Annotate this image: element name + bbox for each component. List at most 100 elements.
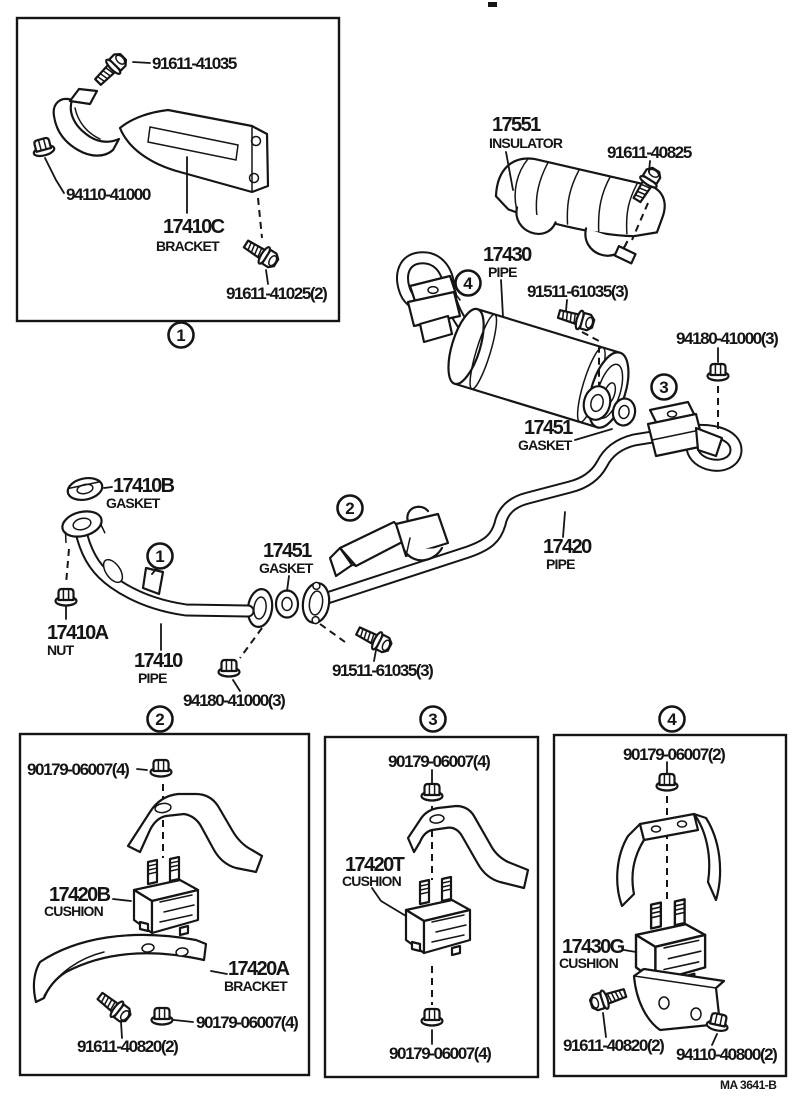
label-cushion-word: CUSHION	[342, 873, 402, 889]
leader	[210, 970, 228, 975]
marker-4-badge: 4	[454, 269, 482, 297]
scan-artifact-mark	[488, 2, 497, 7]
label-insulator-bolt: 91611-40825	[607, 143, 692, 162]
nut-icon-bottom	[150, 1006, 174, 1026]
middle-hanger-bracket	[328, 505, 450, 578]
label-bolt-upper: 91511-61035(3)	[527, 282, 628, 301]
front-pipe-17410	[75, 529, 255, 618]
marker-4-number: 4	[463, 274, 473, 293]
nut-icon-bottom	[420, 1007, 444, 1027]
muffler-outlet-flange	[582, 385, 612, 421]
nut-icon-top	[420, 782, 444, 802]
leader	[120, 1021, 123, 1039]
label-cushion-id: 17420T	[345, 854, 405, 876]
label-nut-top: 90179-06007(4)	[27, 760, 129, 779]
leader	[711, 1033, 718, 1046]
label-bracket-id: 17420A	[228, 958, 290, 980]
bracket-17420a	[32, 933, 208, 1004]
leader	[574, 428, 613, 441]
leader	[44, 157, 65, 194]
diagram-code: MA 3641-B	[720, 1078, 777, 1092]
insulator-17551	[494, 157, 666, 265]
assembly-line	[631, 202, 649, 241]
label-cushion-word: CUSHION	[44, 903, 104, 919]
marker-1-badge: 1	[146, 542, 174, 570]
leader	[565, 299, 568, 312]
marker-1-number: 1	[176, 326, 185, 345]
nut-icon-17410a	[54, 587, 78, 607]
marker-3-number: 3	[659, 378, 668, 397]
center-pipe-front-flange	[301, 581, 331, 625]
marker-3-badge: 3	[650, 373, 678, 401]
rear-hanger-bracket	[646, 400, 724, 458]
bolt-icon-91611-41025	[239, 234, 283, 272]
gasket-17451-mid	[274, 589, 300, 619]
main-assembly: 4 3 2 1 17551 INSULATOR 91611-40825 1743…	[47, 114, 780, 710]
label-cushion-word: CUSHION	[559, 955, 619, 971]
label-mid-pipe-word: PIPE	[546, 556, 575, 572]
nut-icon-94180-upper	[706, 362, 730, 382]
nut-icon-top	[655, 772, 679, 792]
leader	[562, 511, 566, 538]
assembly-line	[239, 627, 263, 659]
leader	[103, 486, 113, 489]
label-nut: 94110-41000	[66, 185, 151, 204]
label-nut-upper: 94180-41000(3)	[676, 329, 778, 348]
marker-2-number: 2	[345, 499, 354, 518]
inset-box-4-border	[552, 733, 788, 1078]
label-nut-lower: 94180-41000(3)	[183, 691, 285, 710]
label-bolt-top: 91611-41035	[152, 54, 237, 73]
label-nut-top: 90179-06007(4)	[388, 752, 490, 771]
leader	[648, 160, 651, 173]
cushion-17420b	[132, 855, 200, 937]
label-cushion-id: 17420B	[49, 884, 111, 906]
assembly-line	[319, 623, 346, 643]
insulator-clamp-band-1	[515, 206, 557, 235]
label-front-gasket-word: GASKET	[106, 495, 161, 511]
label-mid-gasket-word: GASKET	[259, 560, 314, 576]
inset-box-3-border	[323, 735, 540, 1079]
label-nut-bottom: 90179-06007(4)	[196, 1013, 298, 1032]
nut-icon-top	[149, 758, 173, 778]
leader	[132, 61, 151, 64]
label-mid-gasket-id: 17451	[263, 540, 312, 562]
leader	[173, 1019, 194, 1023]
label-nut-top: 90179-06007(2)	[623, 745, 725, 764]
marker-1-badge: 1	[167, 321, 195, 349]
inset-box-4: 4 90179-06007(2) 17430G CUSHION 91611-40…	[552, 705, 788, 1078]
nut-icon-94110-41000	[29, 135, 57, 160]
front-pipe-top-flange	[61, 510, 106, 544]
marker-2-badge: 2	[336, 494, 364, 522]
label-bolt: 91611-40820(2)	[77, 1037, 178, 1056]
exhaust-clamp	[52, 87, 121, 157]
label-insulator-word: INSULATOR	[489, 135, 563, 151]
marker-4-number: 4	[667, 710, 677, 729]
leader	[505, 151, 514, 191]
marker-3-number: 3	[428, 710, 437, 729]
label-rear-gasket-word: GASKET	[518, 437, 573, 453]
inset-box-2-border	[18, 732, 311, 1077]
cushion-17420t	[404, 875, 472, 957]
leader	[602, 1012, 607, 1038]
gasket-17451-rear	[611, 397, 637, 427]
bolt-icon-91611-41035	[90, 49, 131, 90]
label-bolt-lower: 91511-61035(3)	[332, 661, 433, 680]
marker-2-badge: 2	[146, 705, 174, 733]
insulator-clamp-bolt-tab	[613, 245, 637, 265]
label-bracket-word: BRACKET	[224, 978, 288, 994]
marker-2-number: 2	[155, 710, 164, 729]
label-rear-pipe-word: PIPE	[488, 264, 517, 280]
leader	[265, 269, 269, 285]
label-insulator-id: 17551	[492, 114, 541, 136]
center-pipe-17420	[311, 423, 743, 608]
label-rear-pipe-id: 17430	[483, 244, 532, 266]
hanger-bracket-v	[616, 812, 722, 908]
marker-3-badge: 3	[419, 705, 447, 733]
hanger-bracket	[126, 792, 264, 874]
inset-box-1: 91611-41035 94110-41000 17410C BRACKET 9…	[15, 16, 341, 349]
hanger-bracket	[406, 804, 530, 890]
marker-1-number: 1	[155, 547, 164, 566]
assembly-line	[257, 197, 263, 239]
label-front-nut-id: 17410A	[47, 622, 109, 644]
bolt-icon-91511-upper	[555, 303, 597, 335]
